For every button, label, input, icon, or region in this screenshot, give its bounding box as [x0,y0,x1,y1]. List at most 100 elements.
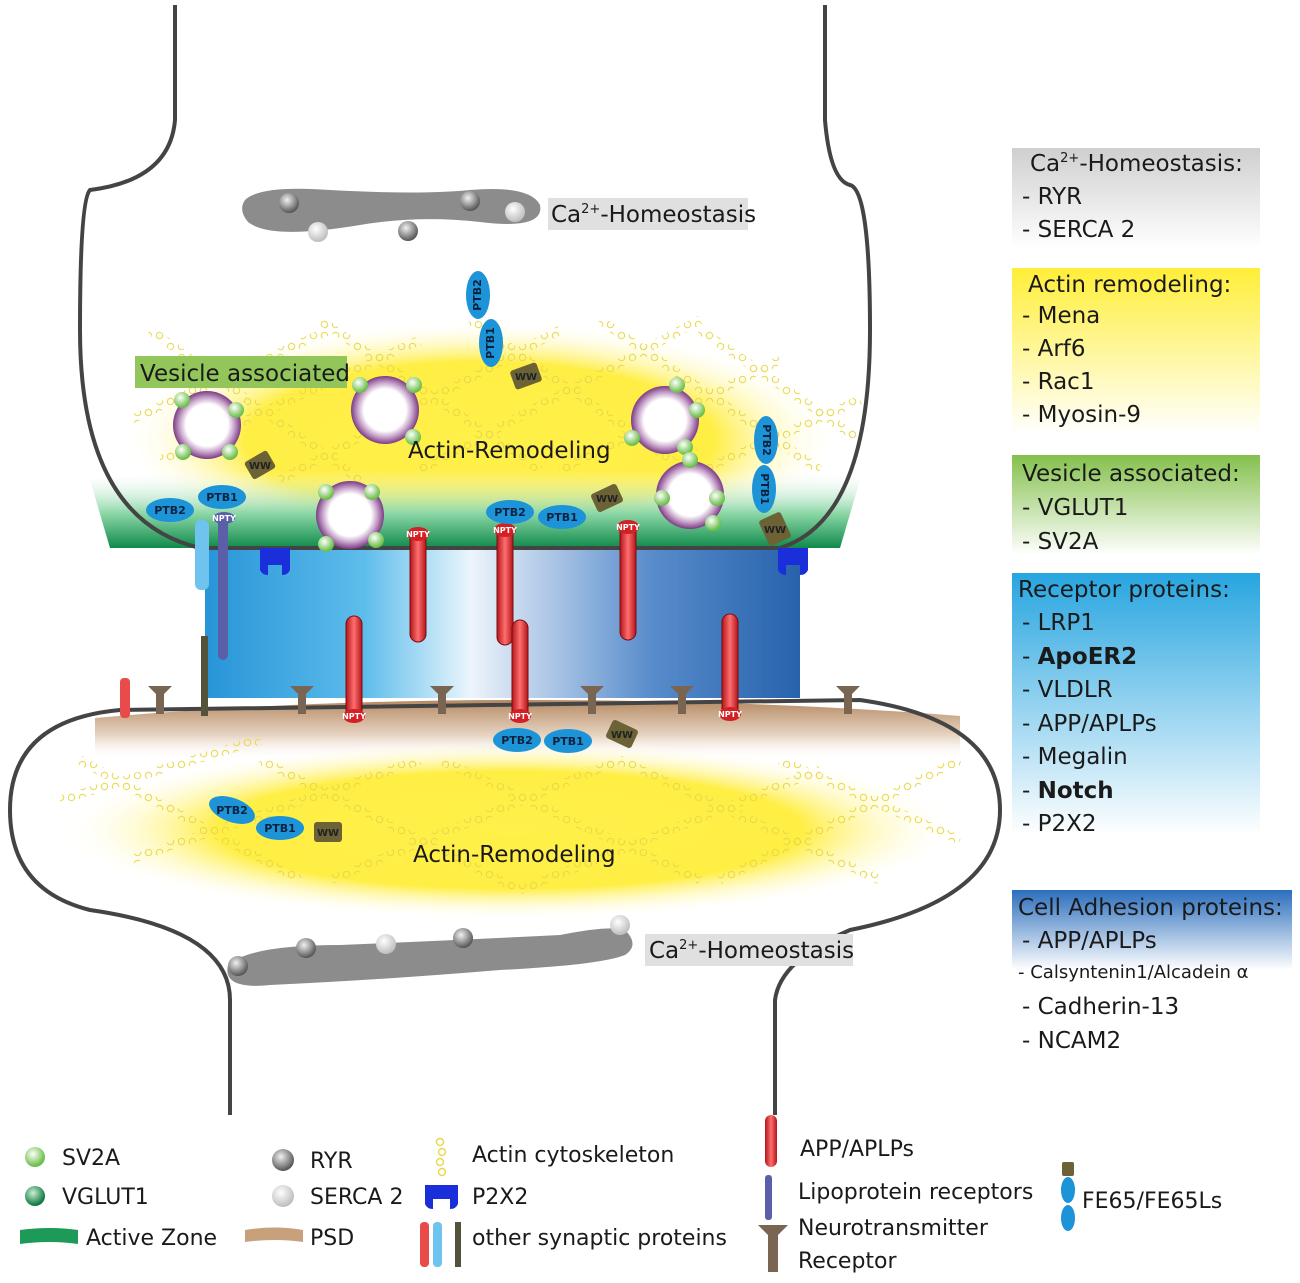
serca-bead [505,202,525,222]
svg-text:WW: WW [317,828,339,839]
svg-text:NPTY: NPTY [508,712,532,721]
ca-homeostasis-label-bottom: Ca2+-Homeostasis [645,934,854,966]
p2x2-channel [260,548,808,575]
serca-bead [376,934,396,954]
ryr-bead [228,956,248,976]
lipoprotein-swatch [765,1175,772,1220]
svg-text:- Megalin: - Megalin [1022,744,1128,770]
svg-text:PTB1: PTB1 [264,822,296,835]
svg-text:- APP/APLPs: - APP/APLPs [1022,711,1157,737]
svg-text:PSD: PSD [310,1226,354,1251]
svg-text:FE65/FE65Ls: FE65/FE65Ls [1082,1189,1222,1214]
svg-text:Actin cytoskeleton: Actin cytoskeleton [472,1143,674,1168]
svg-text:Neurotransmitter: Neurotransmitter [798,1216,989,1241]
other-synaptic-swatch [420,1222,461,1267]
svg-text:Ca2+-Homeostasis: Ca2+-Homeostasis [551,202,756,228]
svg-text:- Calsyntenin1/Alcadein α: - Calsyntenin1/Alcadein α [1018,962,1248,983]
vesicle [173,391,244,460]
svg-text:- SV2A: - SV2A [1022,529,1099,555]
panel-actin-remodeling: Actin remodeling: - Mena - Arf6 - Rac1 -… [1012,268,1260,434]
svg-text:other synaptic proteins: other synaptic proteins [472,1226,727,1251]
svg-text:PTB2: PTB2 [154,504,186,517]
svg-text:Receptor: Receptor [798,1249,898,1274]
synaptic-vesicles [173,376,725,552]
svg-text:NPTY: NPTY [616,523,640,532]
svg-text:VGLUT1: VGLUT1 [62,1185,149,1210]
svg-text:- LRP1: - LRP1 [1022,610,1095,636]
er-top [242,188,541,242]
svg-text:P2X2: P2X2 [472,1185,528,1210]
svg-text:- VLDLR: - VLDLR [1022,677,1113,703]
actin-swatch [435,1137,447,1177]
serca2-swatch [272,1185,294,1207]
vesicle [654,452,725,531]
svg-text:- Myosin-9: - Myosin-9 [1022,402,1141,428]
fe65-chains: PTB2 PTB1 WW PTB2 PTB1 WW PTB2 PTB1 WW P… [146,271,791,842]
vesicle [316,481,384,552]
svg-text:- Notch: - Notch [1022,778,1114,804]
panel-receptor-proteins: Receptor proteins: - LRP1 - ApoER2 - VLD… [1012,573,1260,837]
other-synaptic-protein [120,678,130,718]
svg-text:PTB1: PTB1 [552,735,584,748]
neurotransmitter-swatch [758,1225,788,1272]
svg-text:- Mena: - Mena [1022,303,1100,329]
svg-text:PTB2: PTB2 [216,804,248,817]
svg-text:- ApoER2: - ApoER2 [1022,644,1137,670]
svg-text:NPTY: NPTY [212,514,236,523]
svg-text:- APP/APLPs: - APP/APLPs [1022,928,1157,954]
actin-remodeling-label-pre: Actin-Remodeling [408,438,611,464]
lipoprotein-receptor [218,515,228,660]
serca-bead [610,915,630,935]
svg-text:RYR: RYR [310,1149,353,1174]
svg-text:Cell Adhesion proteins:: Cell Adhesion proteins: [1018,895,1283,921]
psd-swatch [245,1227,303,1242]
actin-remodeling-label-post: Actin-Remodeling [413,842,616,868]
ryr-bead [460,191,480,211]
svg-text:- Arf6: - Arf6 [1022,336,1086,362]
svg-text:- SERCA 2: - SERCA 2 [1022,217,1135,243]
svg-text:NPTY: NPTY [406,530,430,539]
svg-text:PTB2: PTB2 [760,424,773,456]
svg-text:Lipoprotein receptors: Lipoprotein receptors [798,1180,1033,1205]
panel-cell-adhesion: Cell Adhesion proteins: - APP/APLPs - Ca… [1012,890,1292,1054]
svg-text:PTB2: PTB2 [501,734,533,747]
svg-text:Active Zone: Active Zone [86,1226,217,1251]
svg-text:NPTY: NPTY [342,712,366,721]
svg-text:Vesicle associated: Vesicle associated [140,361,350,387]
neurotransmitter-receptors [148,686,860,714]
svg-text:Receptor proteins:: Receptor proteins: [1018,577,1230,603]
npty-tags: NPTY NPTY NPTY NPTY NPTY NPTY NPTY [212,512,742,723]
svg-text:WW: WW [764,525,786,536]
svg-text:- Cadherin-13: - Cadherin-13 [1022,994,1179,1020]
svg-text:NPTY: NPTY [493,526,517,535]
postsynaptic-actin-filaments [58,735,963,895]
ryr-bead [279,193,299,213]
svg-text:APP/APLPs: APP/APLPs [800,1137,914,1162]
other-synaptic-protein [195,520,209,590]
svg-text:Actin remodeling:: Actin remodeling: [1028,272,1231,298]
panel-vesicle-associated: Vesicle associated: - VGLUT1 - SV2A [1012,455,1260,555]
active-zone-swatch [20,1228,78,1244]
svg-text:WW: WW [596,494,618,505]
postsynaptic-membrane [7,697,1003,1115]
ca-homeostasis-label-top: Ca2+-Homeostasis [548,198,756,230]
svg-text:PTB1: PTB1 [758,473,771,505]
fe65-swatch [1061,1162,1075,1231]
ryr-bead [398,221,418,241]
panel-ca-homeostasis: Ca2+-Homeostasis: - RYR - SERCA 2 [1012,148,1260,248]
svg-text:- NCAM2: - NCAM2 [1022,1028,1121,1054]
app-aplps-swatch [765,1115,777,1167]
svg-text:WW: WW [249,461,271,472]
svg-text:PTB2: PTB2 [494,506,526,519]
ryr-bead [453,928,473,948]
svg-text:WW: WW [515,372,537,383]
legend: SV2A VGLUT1 Active Zone RYR SERCA 2 PSD … [20,1115,1222,1274]
vesicle [624,377,705,455]
vglut1-swatch [25,1186,45,1206]
svg-text:SERCA 2: SERCA 2 [310,1185,403,1210]
serca-bead [308,222,328,242]
other-synaptic-protein [201,636,208,716]
p2x2-swatch [425,1185,458,1209]
svg-text:WW: WW [611,730,633,741]
